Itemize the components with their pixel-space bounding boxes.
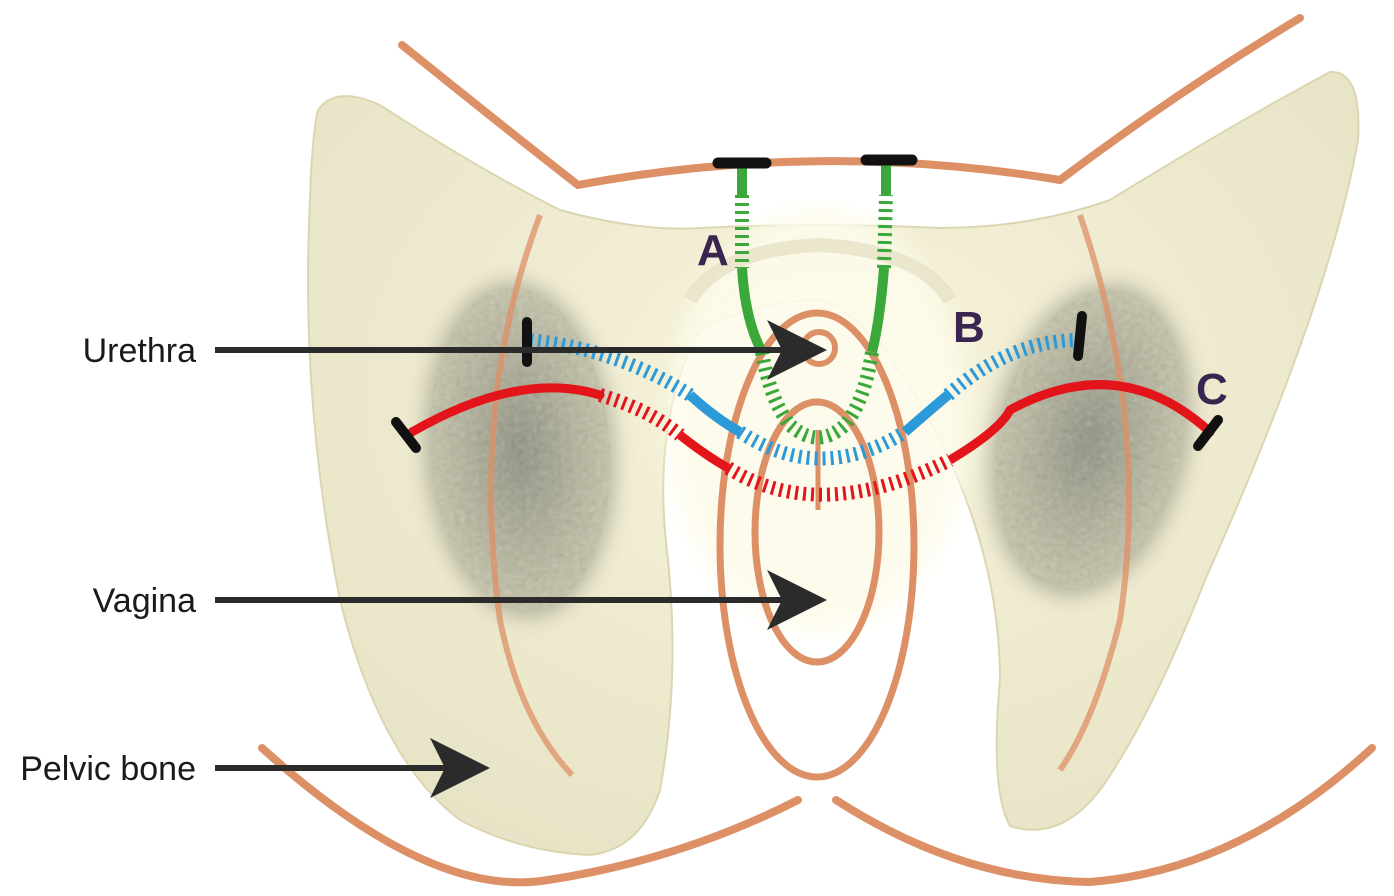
urethra-label: Urethra [83, 332, 196, 370]
skin-contour-top [402, 18, 1300, 185]
sling-a-letter: A [697, 226, 729, 275]
vagina-label: Vagina [93, 582, 196, 620]
sling-b-anchor-right [1078, 316, 1082, 356]
pelvic-bone-label: Pelvic bone [20, 750, 196, 788]
sling-c-letter: C [1196, 365, 1228, 414]
sling-b-letter: B [953, 303, 985, 352]
